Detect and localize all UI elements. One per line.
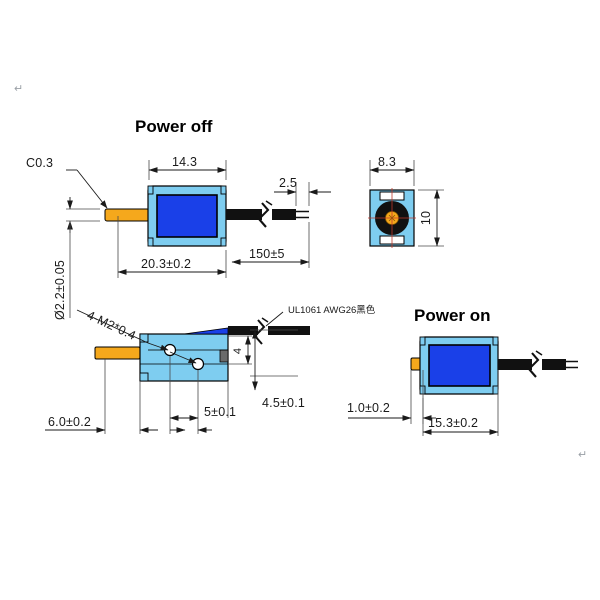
- wire-break-symbol-power-on: [527, 352, 540, 378]
- dim-label-wire-strip: 2.5: [279, 176, 297, 190]
- wire-break-tick-power-on: [535, 350, 543, 356]
- dim-label-hole-depth: 4: [232, 348, 244, 354]
- wire-break-symbol-bottom: [253, 319, 266, 345]
- dim-label-wire-length: 150±5: [249, 247, 285, 261]
- view-power-on: Power on 1.0±0.2: [347, 306, 578, 436]
- bracket-notch-br: [220, 237, 227, 247]
- leader-line-c03: [76, 169, 108, 209]
- wire-cable-power-on-left: [498, 359, 532, 370]
- mounting-hole-2: [191, 357, 205, 371]
- leader-line-m2-arrow2: [169, 351, 197, 364]
- dim-label-hole-edge-offset: 6.0±0.2: [48, 415, 91, 429]
- leader-line-wire-note: [265, 311, 284, 327]
- bracket-notch-tr: [220, 185, 227, 195]
- leader-line-m2-upper: [76, 309, 149, 344]
- plunger-rod-bottom: [94, 346, 141, 360]
- dim-label-end-height: 10: [419, 211, 433, 225]
- note-wire-spec: UL1061 AWG26黑色: [288, 304, 376, 316]
- dim-label-plunger-diameter: Ø2.2±0.05: [53, 260, 67, 320]
- wire-cable-bottom-right: [268, 326, 310, 335]
- bottom-view-notch-bl: [139, 372, 149, 382]
- solenoid-coil-power-on: [428, 344, 491, 387]
- wire-break-tick-power-off: [265, 200, 273, 206]
- power-on-notch-br: [492, 385, 499, 395]
- bracket-notch-tl: [147, 185, 154, 195]
- dim-label-overall-length: 20.3±0.2: [141, 257, 191, 271]
- wire-break-symbol-power-off: [257, 202, 270, 228]
- dim-label-hole-pitch: 5±0.1: [204, 405, 236, 419]
- wire-cable-power-off-left: [226, 209, 262, 220]
- bracket-notch-bl: [147, 237, 154, 247]
- power-on-title: Power on: [414, 306, 491, 325]
- bottom-view-tab-right: [219, 349, 229, 363]
- end-view-plunger-cross: [388, 214, 396, 222]
- wire-conductors-power-off: [296, 210, 309, 219]
- power-on-notch-tr: [492, 336, 499, 346]
- wire-break-tick-bottom: [261, 317, 269, 323]
- wire-conductors-power-on: [566, 360, 578, 369]
- dim-label-power-on-length: 15.3±0.2: [428, 416, 478, 430]
- wire-cable-power-off-right: [272, 209, 296, 220]
- plunger-rod-power-off: [104, 208, 150, 222]
- power-on-notch-tl: [419, 336, 426, 346]
- solenoid-coil-power-off: [156, 194, 218, 238]
- dim-label-end-width: 8.3: [378, 155, 396, 169]
- paragraph-mark-top-left: ↵: [14, 83, 23, 95]
- power-on-notch-bl: [419, 385, 426, 395]
- bottom-view-notch-tl: [139, 333, 149, 343]
- paragraph-mark-bottom-right: ↵: [578, 449, 587, 461]
- dim-label-body-width: 14.3: [172, 155, 197, 169]
- dim-label-hole-offset-vertical: 4.5±0.1: [262, 396, 305, 410]
- view-power-off: Power off 14.3: [26, 117, 331, 320]
- leader-line-m2-arrow1: [147, 342, 169, 351]
- dim-label-chamfer: C0.3: [26, 156, 53, 170]
- wire-cable-bottom-left: [228, 326, 258, 335]
- power-off-title: Power off: [135, 117, 213, 136]
- dim-label-power-on-stroke: 1.0±0.2: [347, 401, 390, 415]
- view-end: 8.3 10: [368, 155, 444, 248]
- wire-cable-power-on-right: [542, 359, 566, 370]
